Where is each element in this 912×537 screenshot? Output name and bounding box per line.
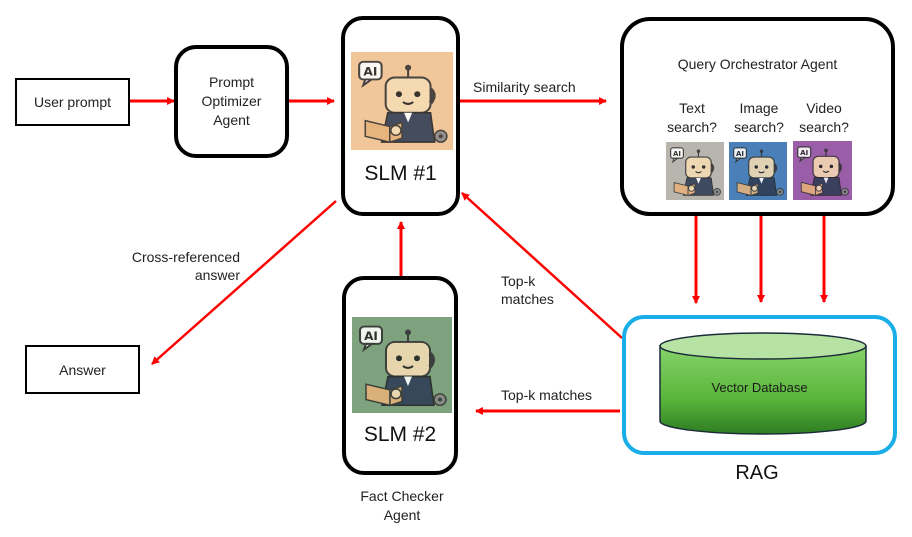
svg-text:AI: AI — [800, 148, 808, 157]
slm2-node: AI SLM #2 — [342, 276, 458, 475]
topk-matches-diagonal-label: Top-k matches — [501, 272, 554, 308]
cross-referenced-line: Cross-referenced — [131, 249, 240, 265]
slm2-title: SLM #2 — [363, 423, 437, 446]
user-prompt-node: User prompt — [15, 78, 130, 126]
user-prompt-label: User prompt — [33, 94, 112, 110]
video-search-label: Video — [806, 100, 842, 116]
topk-diag-line: Top-k — [501, 273, 536, 289]
arrow-slm1-to-answer — [151, 200, 337, 365]
cross-referenced-line: answer — [194, 267, 240, 283]
cross-referenced-answer-label: Cross-referenced answer — [116, 248, 240, 284]
prompt-optimizer-label-line: Prompt — [208, 74, 255, 90]
video-search-robot-image: AI — [793, 141, 852, 200]
rag-caption: RAG — [735, 462, 779, 484]
rag-container: Vector Database — [622, 315, 897, 455]
arrow-rag-to-slm1 — [461, 192, 623, 339]
slm2-robot-image: AI — [352, 317, 452, 413]
topk-diag-line: matches — [501, 291, 554, 307]
text-search-option: Text search? — [660, 99, 724, 137]
image-search-option: Image search? — [726, 99, 792, 137]
similarity-search-label: Similarity search — [473, 79, 576, 95]
slm1-robot-image: AI — [351, 52, 453, 150]
prompt-optimizer-label-line: Optimizer — [201, 93, 262, 109]
slm1-node: AI SLM #1 — [341, 16, 460, 216]
query-orchestrator-node: Query Orchestrator Agent Text search? Im… — [620, 17, 895, 216]
robot-icon: AI — [352, 317, 452, 413]
image-search-robot-image: AI — [729, 142, 787, 200]
vector-database-label: Vector Database — [711, 380, 808, 395]
prompt-optimizer-label-line: Agent — [213, 112, 250, 128]
answer-label: Answer — [59, 361, 106, 378]
answer-node: Answer — [25, 345, 140, 394]
slm1-title: SLM #1 — [364, 162, 437, 185]
robot-icon: AI — [729, 142, 787, 200]
robot-icon: AI — [666, 142, 724, 200]
svg-text:AI: AI — [363, 65, 377, 79]
vector-database-cylinder — [659, 332, 867, 435]
prompt-optimizer-node: Prompt Optimizer Agent — [174, 45, 289, 158]
fact-checker-line: Agent — [383, 507, 421, 523]
text-search-label: Text — [679, 100, 705, 116]
fact-checker-caption: Fact Checker Agent — [340, 487, 464, 525]
text-search-label: search? — [667, 119, 717, 135]
fact-checker-line: Fact Checker — [360, 488, 444, 504]
image-search-label: search? — [734, 119, 784, 135]
text-search-robot-image: AI — [666, 142, 724, 200]
topk-matches-horizontal-label: Top-k matches — [501, 387, 593, 403]
video-search-option: Video search? — [791, 99, 857, 137]
orchestrator-title: Query Orchestrator Agent — [677, 56, 838, 72]
video-search-label: search? — [799, 119, 849, 135]
image-search-label: Image — [739, 100, 779, 116]
svg-text:AI: AI — [736, 150, 744, 158]
svg-text:AI: AI — [673, 150, 681, 158]
svg-text:AI: AI — [364, 329, 378, 343]
robot-icon: AI — [351, 52, 453, 150]
robot-icon: AI — [793, 141, 852, 200]
